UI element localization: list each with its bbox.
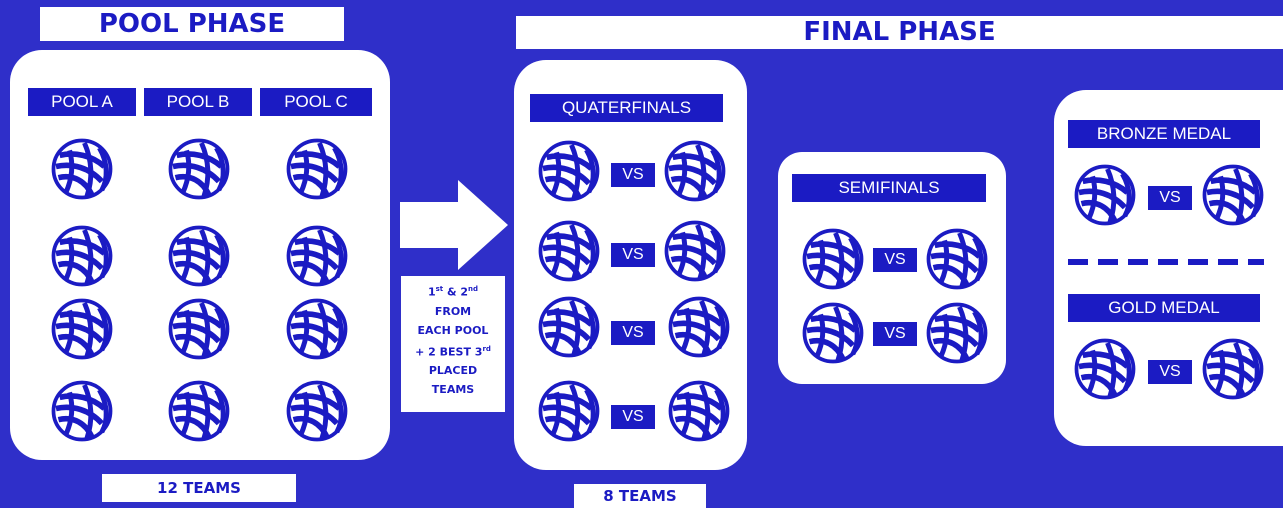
dashed-divider [1068, 259, 1264, 265]
volleyball-icon [1202, 164, 1264, 226]
semifinals-label: SEMIFINALS [792, 174, 986, 202]
pool-phase-title: POOL PHASE [40, 7, 344, 41]
pool-teams-count: 12 TEAMS [102, 474, 296, 502]
volleyball-icon [51, 380, 113, 442]
volleyball-icon [1074, 338, 1136, 400]
volleyball-icon [802, 228, 864, 290]
volleyball-icon [168, 138, 230, 200]
volleyball-icon [286, 225, 348, 287]
volleyball-icon [1074, 164, 1136, 226]
volleyball-icon [286, 138, 348, 200]
volleyball-icon [664, 140, 726, 202]
volleyball-icon [538, 380, 600, 442]
volleyball-icon [664, 220, 726, 282]
vs-badge: VS [611, 321, 655, 345]
volleyball-icon [51, 138, 113, 200]
pool-c-label: POOL C [260, 88, 372, 116]
gold-medal-label: GOLD MEDAL [1068, 294, 1260, 322]
quarterfinal-teams-count: 8 TEAMS [574, 484, 706, 508]
bronze-medal-label: BRONZE MEDAL [1068, 120, 1260, 148]
qualification-note: 1st & 2nd FROM EACH POOL + 2 BEST 3rd PL… [401, 276, 505, 412]
final-phase-title: FINAL PHASE [516, 16, 1283, 49]
volleyball-icon [802, 302, 864, 364]
volleyball-icon [538, 220, 600, 282]
vs-badge: VS [1148, 360, 1192, 384]
volleyball-icon [286, 380, 348, 442]
vs-badge: VS [873, 248, 917, 272]
volleyball-icon [926, 302, 988, 364]
volleyball-icon [286, 298, 348, 360]
volleyball-icon [668, 296, 730, 358]
volleyball-icon [538, 296, 600, 358]
volleyball-icon [1202, 338, 1264, 400]
pool-b-label: POOL B [144, 88, 252, 116]
vs-badge: VS [611, 163, 655, 187]
vs-badge: VS [611, 405, 655, 429]
vs-badge: VS [873, 322, 917, 346]
volleyball-icon [926, 228, 988, 290]
volleyball-icon [668, 380, 730, 442]
volleyball-icon [168, 298, 230, 360]
volleyball-icon [168, 225, 230, 287]
pool-a-label: POOL A [28, 88, 136, 116]
vs-badge: VS [1148, 186, 1192, 210]
volleyball-icon [168, 380, 230, 442]
right-arrow-icon [400, 180, 508, 270]
volleyball-icon [51, 298, 113, 360]
quarterfinals-label: QUATERFINALS [530, 94, 723, 122]
volleyball-icon [51, 225, 113, 287]
volleyball-icon [538, 140, 600, 202]
vs-badge: VS [611, 243, 655, 267]
